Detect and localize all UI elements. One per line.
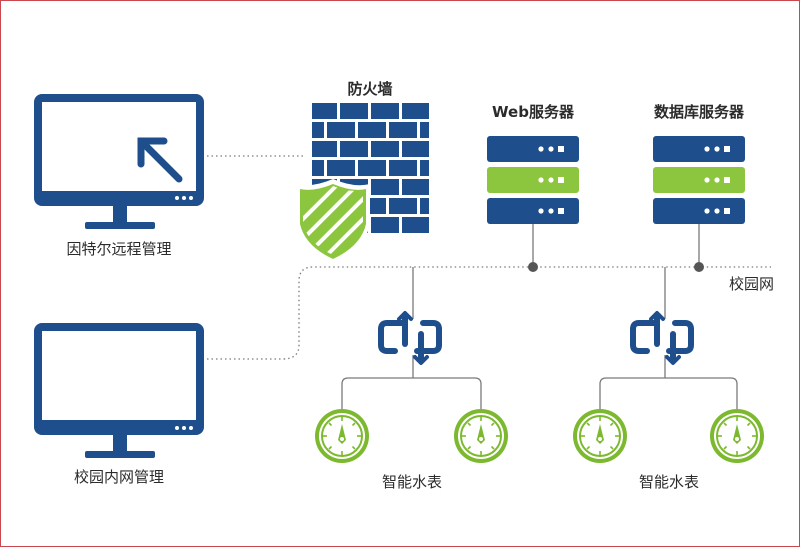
water-meter-icon-3 — [572, 408, 628, 464]
water-meter-icon-4 — [709, 408, 765, 464]
connection-lines — [207, 155, 771, 409]
cursor-arrow-icon — [137, 137, 183, 183]
db-server-label: 数据库服务器 — [653, 103, 745, 121]
campus-network-label: 校园网 — [729, 275, 775, 293]
web-server-icon — [487, 136, 579, 224]
db-server-node — [694, 262, 704, 272]
shield-icon — [296, 179, 370, 263]
db-server-icon — [653, 136, 745, 224]
web-server-node — [528, 262, 538, 272]
smart-meter-label-1: 智能水表 — [381, 473, 443, 491]
water-meter-icon-2 — [453, 408, 509, 464]
campus-network-bus — [207, 266, 771, 360]
water-meter-icon-1 — [314, 408, 370, 464]
web-server-label: Web服务器 — [492, 103, 574, 121]
remote-monitor-icon — [34, 94, 204, 229]
gateway-1-branch — [341, 377, 482, 409]
firewall-label: 防火墙 — [347, 80, 393, 98]
gateway-icon-1 — [378, 311, 442, 365]
campus-monitor-icon — [34, 323, 204, 458]
remote-mgmt-label: 因特尔远程管理 — [66, 240, 172, 258]
brick-wall-icon — [312, 103, 429, 233]
gateway-icon-2 — [630, 311, 694, 365]
smart-meter-label-2: 智能水表 — [638, 473, 700, 491]
campus-mgmt-label: 校园内网管理 — [73, 468, 165, 486]
gateway-2-branch — [599, 377, 738, 409]
